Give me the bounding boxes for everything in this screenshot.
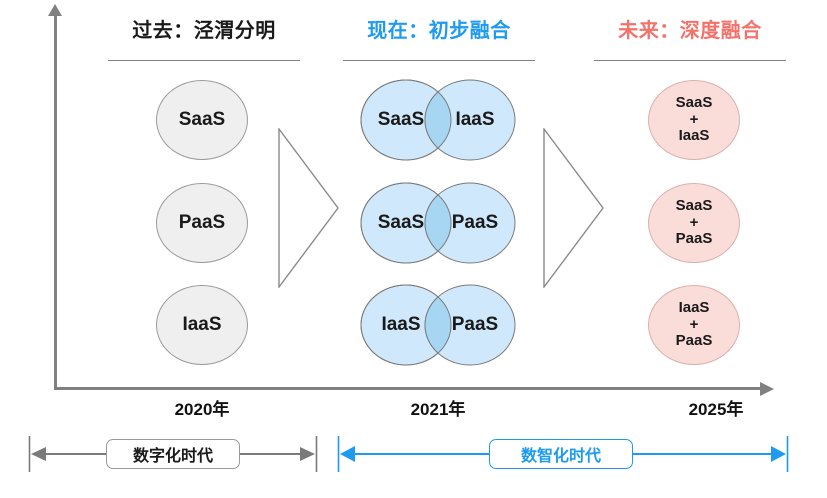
column-rule-future [594,60,786,61]
era-label-digital: 数字化时代 [106,439,240,469]
era-bar-digital-intelligence: 数智化时代 [337,430,789,478]
year-label-2021: 2021年 [410,400,466,419]
future-circle-saas-paas: SaaS + PaaS [648,183,740,263]
present-venn-saas-paas: SaaS PaaS [360,182,516,264]
future-circle-line3: IaaS [678,127,710,145]
column-header-past: 过去：泾渭分明 [132,20,276,42]
y-axis-line [54,14,57,389]
transition-arrow-past-to-present-icon [278,126,340,293]
future-circle-iaas-paas: IaaS + PaaS [648,285,740,365]
year-label-2020: 2020年 [174,400,230,419]
future-circle-plus: + [689,213,699,231]
era-bar-digital: 数字化时代 [28,430,318,478]
venn-label-right: PaaS [451,314,499,335]
past-circle-iaas: IaaS [156,285,248,365]
column-rule-present [343,60,535,61]
past-circle-paas: PaaS [156,183,248,263]
x-axis-arrowhead-icon [760,382,774,396]
past-circle-saas: SaaS [156,80,248,160]
venn-label-left: IaaS [381,314,421,335]
present-venn-saas-iaas: SaaS IaaS [360,79,516,161]
future-circle-line1: SaaS [675,93,713,111]
x-axis-line [54,387,762,390]
future-circle-line1: SaaS [675,196,713,214]
future-circle-line1: IaaS [678,298,710,316]
y-axis-arrowhead-icon [48,4,62,16]
future-circle-plus: + [689,315,699,333]
year-label-2025: 2025年 [688,400,744,419]
venn-label-right: PaaS [451,212,499,233]
future-circle-line3: PaaS [675,230,713,248]
venn-label-right: IaaS [455,109,495,130]
present-venn-iaas-paas: IaaS PaaS [360,284,516,366]
future-circle-line3: PaaS [675,332,713,350]
column-rule-past [108,60,300,61]
venn-label-left: SaaS [377,212,425,233]
future-circle-plus: + [689,110,699,128]
venn-label-left: SaaS [377,109,425,130]
future-circle-saas-iaas: SaaS + IaaS [648,80,740,160]
transition-arrow-present-to-future-icon [543,126,605,293]
column-header-present: 现在：初步融合 [367,20,511,42]
column-header-future: 未来：深度融合 [618,20,762,42]
era-label-digital-intelligence: 数智化时代 [489,439,633,469]
